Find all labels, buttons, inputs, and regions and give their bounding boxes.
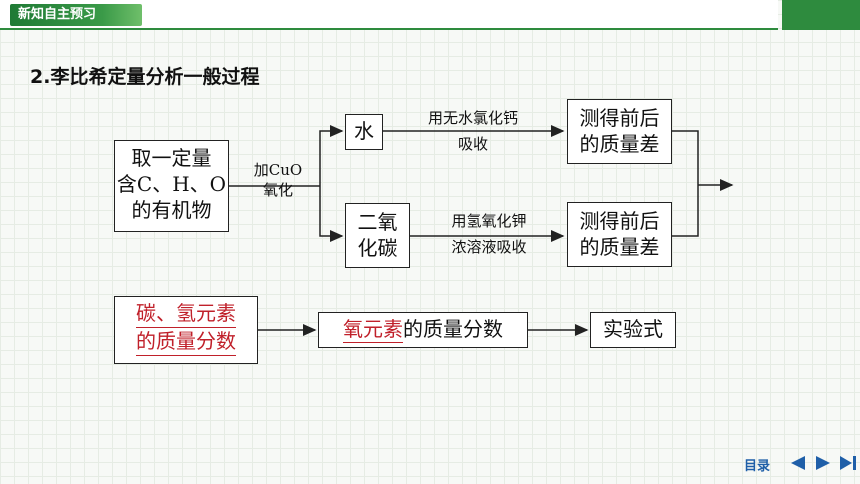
toc-link[interactable]: 目录	[744, 459, 771, 474]
mass-fraction-box: 碳、氢元素 的质量分数	[114, 296, 258, 364]
upper-edge-label-2: 吸收	[457, 135, 488, 153]
branch-up-arrow	[319, 125, 344, 186]
last-icon-bar	[853, 456, 856, 470]
lower-result-line-1: 测得前后	[579, 209, 660, 233]
mass-fraction-line-2: 的质量分数	[136, 328, 236, 356]
start-box-line-2: 含C、H、O	[116, 172, 227, 196]
start-edge-label-2: 氧化	[262, 181, 293, 199]
oxygen-fraction-box: 氧元素的质量分数	[318, 312, 528, 348]
merge-bracket	[672, 130, 699, 237]
start-box-line-1: 取一定量	[131, 146, 212, 170]
header-accent-block	[782, 0, 860, 30]
oxygen-suffix: 的质量分数	[403, 317, 503, 341]
start-edge-label-1: 加CuO	[253, 161, 303, 179]
empirical-formula-label: 实验式	[603, 317, 663, 341]
last-button[interactable]	[838, 454, 858, 472]
water-box: 水	[345, 114, 383, 150]
upper-edge-label-1: 用无水氯化钙	[427, 109, 518, 127]
lower-result-box: 测得前后 的质量差	[567, 202, 672, 267]
start-box: 取一定量 含C、H、O 的有机物	[114, 140, 229, 232]
branch-down-arrow	[319, 186, 344, 242]
slide-header: 新知自主预习	[0, 0, 860, 30]
last-icon	[840, 456, 852, 470]
lower-edge-label: 用氢氧化钾 浓溶液吸收	[418, 211, 560, 257]
co2-line-2: 化碳	[357, 236, 398, 260]
water-label: 水	[354, 119, 374, 143]
prev-icon	[791, 456, 805, 470]
upper-edge-label: 用无水氯化钙 吸收	[398, 108, 548, 154]
upper-result-line-1: 测得前后	[579, 106, 660, 130]
empirical-formula-box: 实验式	[590, 312, 676, 348]
header-tab: 新知自主预习	[10, 4, 142, 26]
co2-line-1: 二氧	[357, 210, 398, 234]
lower-edge-label-1: 用氢氧化钾	[451, 212, 527, 230]
next-button[interactable]	[814, 454, 832, 472]
start-box-line-3: 的有机物	[131, 198, 212, 222]
prev-button[interactable]	[789, 454, 807, 472]
next-icon	[816, 456, 830, 470]
upper-result-line-2: 的质量差	[579, 132, 660, 156]
upper-result-box: 测得前后 的质量差	[567, 99, 672, 164]
mass-fraction-line-1: 碳、氢元素	[136, 300, 236, 328]
lower-result-line-2: 的质量差	[579, 235, 660, 259]
start-edge-label: 加CuO 氧化	[240, 160, 316, 200]
co2-box: 二氧 化碳	[345, 203, 410, 268]
oxygen-blank: 氧元素	[343, 317, 403, 343]
section-title: 2.李比希定量分析一般过程	[30, 66, 260, 88]
lower-edge-label-2: 浓溶液吸收	[451, 238, 527, 256]
